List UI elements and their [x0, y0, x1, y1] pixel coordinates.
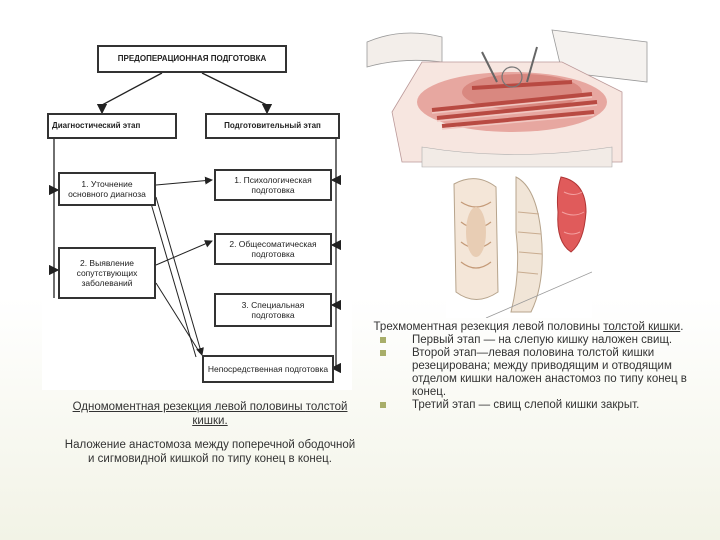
bullet-icon — [380, 402, 386, 408]
preop-flowchart: ПРЕДОПЕРАЦИОННАЯ ПОДГОТОВКА Диагностичес… — [42, 35, 352, 390]
stage-list: Первый этап — на слепую кишку наложен св… — [366, 334, 691, 412]
left-caption-link[interactable]: толстой кишки — [192, 401, 348, 427]
left-caption-body: Наложение анастомоза между поперечной об… — [64, 439, 356, 465]
left-caption-title: Одномоментная резекция левой половины то… — [72, 401, 348, 427]
surgery-illustration-bottom — [446, 172, 593, 319]
flow-diagnosis-box: 1. Уточнение основного диагноза — [58, 172, 156, 206]
flow-psych-box: 1. Психологическая подготовка — [214, 169, 332, 201]
flow-special-box: 3. Специальная подготовка — [214, 293, 332, 327]
flow-top-box: ПРЕДОПЕРАЦИОННАЯ ПОДГОТОВКА — [97, 45, 287, 73]
flow-preparatory-stage: Подготовительный этап — [205, 113, 340, 139]
left-caption: Одномоментная резекция левой половины то… — [60, 400, 360, 466]
stage-item-2: Второй этап—левая половина толстой кишки… — [366, 347, 691, 399]
flow-comorbidity-box: 2. Выявление сопутствующих заболеваний — [58, 247, 156, 299]
flow-diagnostic-stage: Диагностический этап — [47, 113, 177, 139]
right-caption-link[interactable]: толстой кишки — [603, 321, 681, 333]
stage-item-1: Первый этап — на слепую кишку наложен св… — [366, 334, 691, 347]
surgery-illustration-top — [362, 22, 654, 172]
right-caption-title: Трехмоментная резекция левой половины то… — [373, 321, 684, 333]
flow-somatic-box: 2. Общесоматическая подготовка — [214, 233, 332, 265]
flowchart-connectors — [48, 72, 342, 374]
bullet-icon — [380, 350, 386, 356]
right-caption: Трехмоментная резекция левой половины то… — [366, 321, 691, 412]
stage-item-3: Третий этап — свищ слепой кишки закрыт. — [366, 399, 691, 412]
flow-direct-box: Непосредственная подготовка — [202, 355, 334, 383]
bullet-icon — [380, 337, 386, 343]
